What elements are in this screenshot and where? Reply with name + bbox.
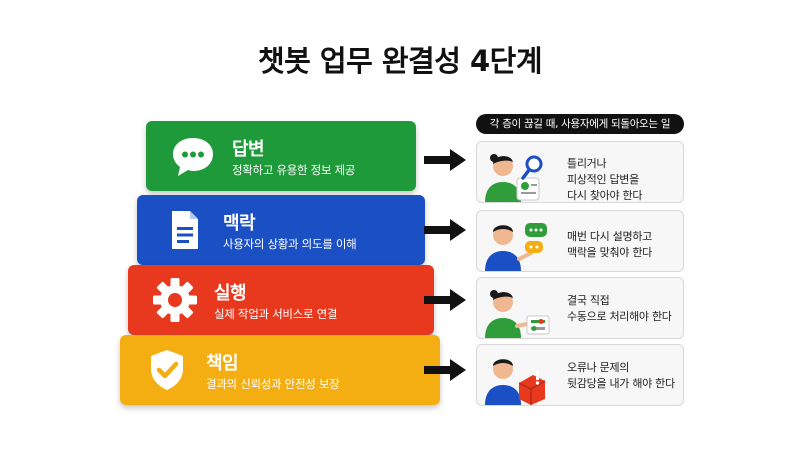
outcome-line: 맥락을 맞춰야 한다 xyxy=(567,246,652,259)
tier-execution: 실행 실제 작업과 서비스로 연결 xyxy=(128,265,434,335)
outcome-line: 뒷감당을 내가 해야 한다 xyxy=(567,377,675,390)
tier-name: 맥락 xyxy=(223,213,256,234)
tier-name: 실행 xyxy=(214,283,247,304)
arrow-right-icon xyxy=(424,149,466,171)
outcome-card: 결국 직접 수동으로 처리해야 한다 xyxy=(476,277,684,339)
outcome-line: 결국 직접 xyxy=(567,294,610,307)
tier-desc: 사용자의 상황과 의도를 이해 xyxy=(223,237,357,251)
outcome-text: 오류나 문제의 뒷감당을 내가 해야 한다 xyxy=(567,360,679,392)
person-magnifier-icon xyxy=(485,154,543,202)
tier-context: 맥락 사용자의 상황과 의도를 이해 xyxy=(137,195,425,265)
chat-bubble-icon xyxy=(173,138,213,176)
outcome-line: 틀리거나 xyxy=(567,157,607,170)
outcome-line: 오류나 문제의 xyxy=(567,361,630,374)
outcome-card: 오류나 문제의 뒷감당을 내가 해야 한다 xyxy=(476,344,684,406)
page-title: 챗봇 업무 완결성 4단계 xyxy=(257,44,543,78)
person-speech-icon xyxy=(485,223,547,271)
shield-check-icon xyxy=(151,350,183,390)
arrow-right-icon xyxy=(424,289,466,311)
arrow-right-icon xyxy=(424,219,466,241)
tier-name: 답변 xyxy=(232,139,265,160)
tier-responsibility: 책임 결과의 신뢰성과 안전성 보장 xyxy=(120,335,440,405)
person-switches-icon xyxy=(485,290,550,338)
outcome-text: 결국 직접 수동으로 처리해야 한다 xyxy=(567,293,679,325)
person-warning-box-icon xyxy=(485,359,546,405)
outcome-line: 다시 찾아야 한다 xyxy=(567,189,643,202)
outcome-card: 틀리거나 피상적인 답변을 다시 찾아야 한다 xyxy=(476,141,684,203)
tier-desc: 정확하고 유용한 정보 제공 xyxy=(232,163,356,177)
outcome-line: 피상적인 답변을 xyxy=(567,173,639,186)
tier-name: 책임 xyxy=(206,353,239,374)
tier-desc: 결과의 신뢰성과 안전성 보장 xyxy=(206,377,340,391)
outcome-line: 수동으로 처리해야 한다 xyxy=(567,310,672,323)
gear-icon xyxy=(153,278,197,322)
arrow-right-icon xyxy=(424,359,466,381)
outcome-card: 매번 다시 설명하고 맥락을 맞춰야 한다 xyxy=(476,210,684,272)
tier-answer: 답변 정확하고 유용한 정보 제공 xyxy=(146,121,416,191)
outcome-text: 매번 다시 설명하고 맥락을 맞춰야 한다 xyxy=(567,229,679,261)
outcome-line: 매번 다시 설명하고 xyxy=(567,230,652,243)
document-icon xyxy=(172,211,198,249)
tier-desc: 실제 작업과 서비스로 연결 xyxy=(214,307,338,321)
outcomes-header: 각 층이 끊길 때, 사용자에게 되돌아오는 일 xyxy=(476,114,684,134)
outcome-text: 틀리거나 피상적인 답변을 다시 찾아야 한다 xyxy=(567,156,679,204)
